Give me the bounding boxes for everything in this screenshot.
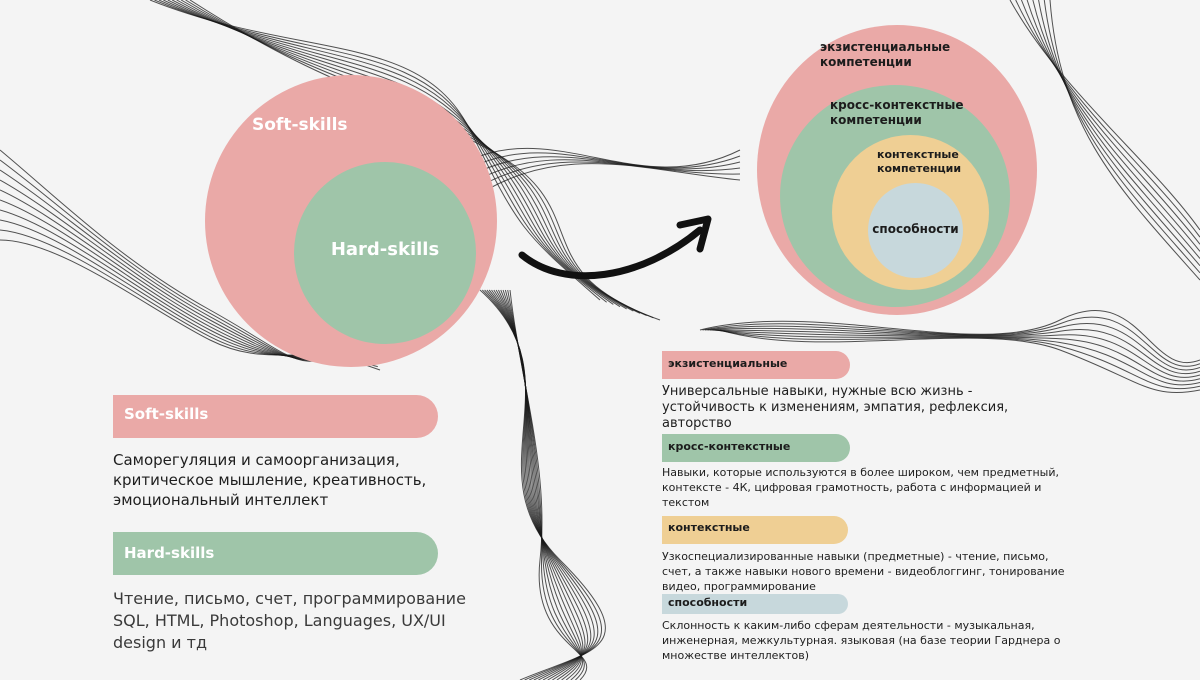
context-description: Узкоспециализированные навыки (предметны… (662, 550, 1065, 593)
existential-pill: экзистенциальные (662, 351, 850, 379)
soft-skills-pill: Soft-skills (113, 395, 438, 438)
hard-skills-circle (294, 162, 476, 344)
existential-competences-label: экзистенциальные компетенции (820, 40, 951, 69)
soft-skills-circle-label: Soft-skills (252, 115, 348, 135)
abilities-description: Склонность к каким-либо сферам деятельно… (662, 619, 1061, 662)
hard-skills-circle-label: Hard-skills (330, 239, 440, 260)
cross-context-pill-label: кросс-контекстные (668, 440, 791, 453)
wave-bundle-center (479, 289, 606, 680)
abilities-pill-label: способности (668, 596, 748, 609)
wave-bundle-mid (469, 147, 741, 201)
context-pill: контекстные (662, 516, 848, 544)
abilities-pill: способности (662, 594, 848, 614)
wave-bundle-top (149, 0, 661, 321)
wave-bundle-right (699, 310, 1200, 394)
curved-arrow-right-icon (518, 215, 712, 280)
existential-pill-label: экзистенциальные (668, 357, 788, 370)
wave-bundle-top-right (1009, 0, 1200, 281)
abilities-circle-label: способности (872, 222, 959, 236)
hard-skills-pill: Hard-skills (113, 532, 438, 575)
soft-skills-description: Саморегуляция и самоорганизация, критиче… (113, 451, 427, 509)
cross-context-description: Навыки, которые используются в более шир… (662, 466, 1059, 509)
cross-context-pill: кросс-контекстные (662, 434, 850, 462)
hard-skills-pill-label: Hard-skills (124, 544, 215, 562)
context-competences-label: контекстные компетенции (877, 148, 962, 175)
context-pill-label: контекстные (668, 521, 750, 534)
existential-description: Универсальные навыки, нужные всю жизнь -… (662, 384, 1009, 431)
cross-context-competences-label: кросс-контекстные компетенции (830, 98, 964, 127)
soft-skills-pill-label: Soft-skills (124, 405, 209, 423)
hard-skills-description: Чтение, письмо, счет, программирование S… (113, 589, 466, 652)
abilities-circle (868, 183, 963, 278)
